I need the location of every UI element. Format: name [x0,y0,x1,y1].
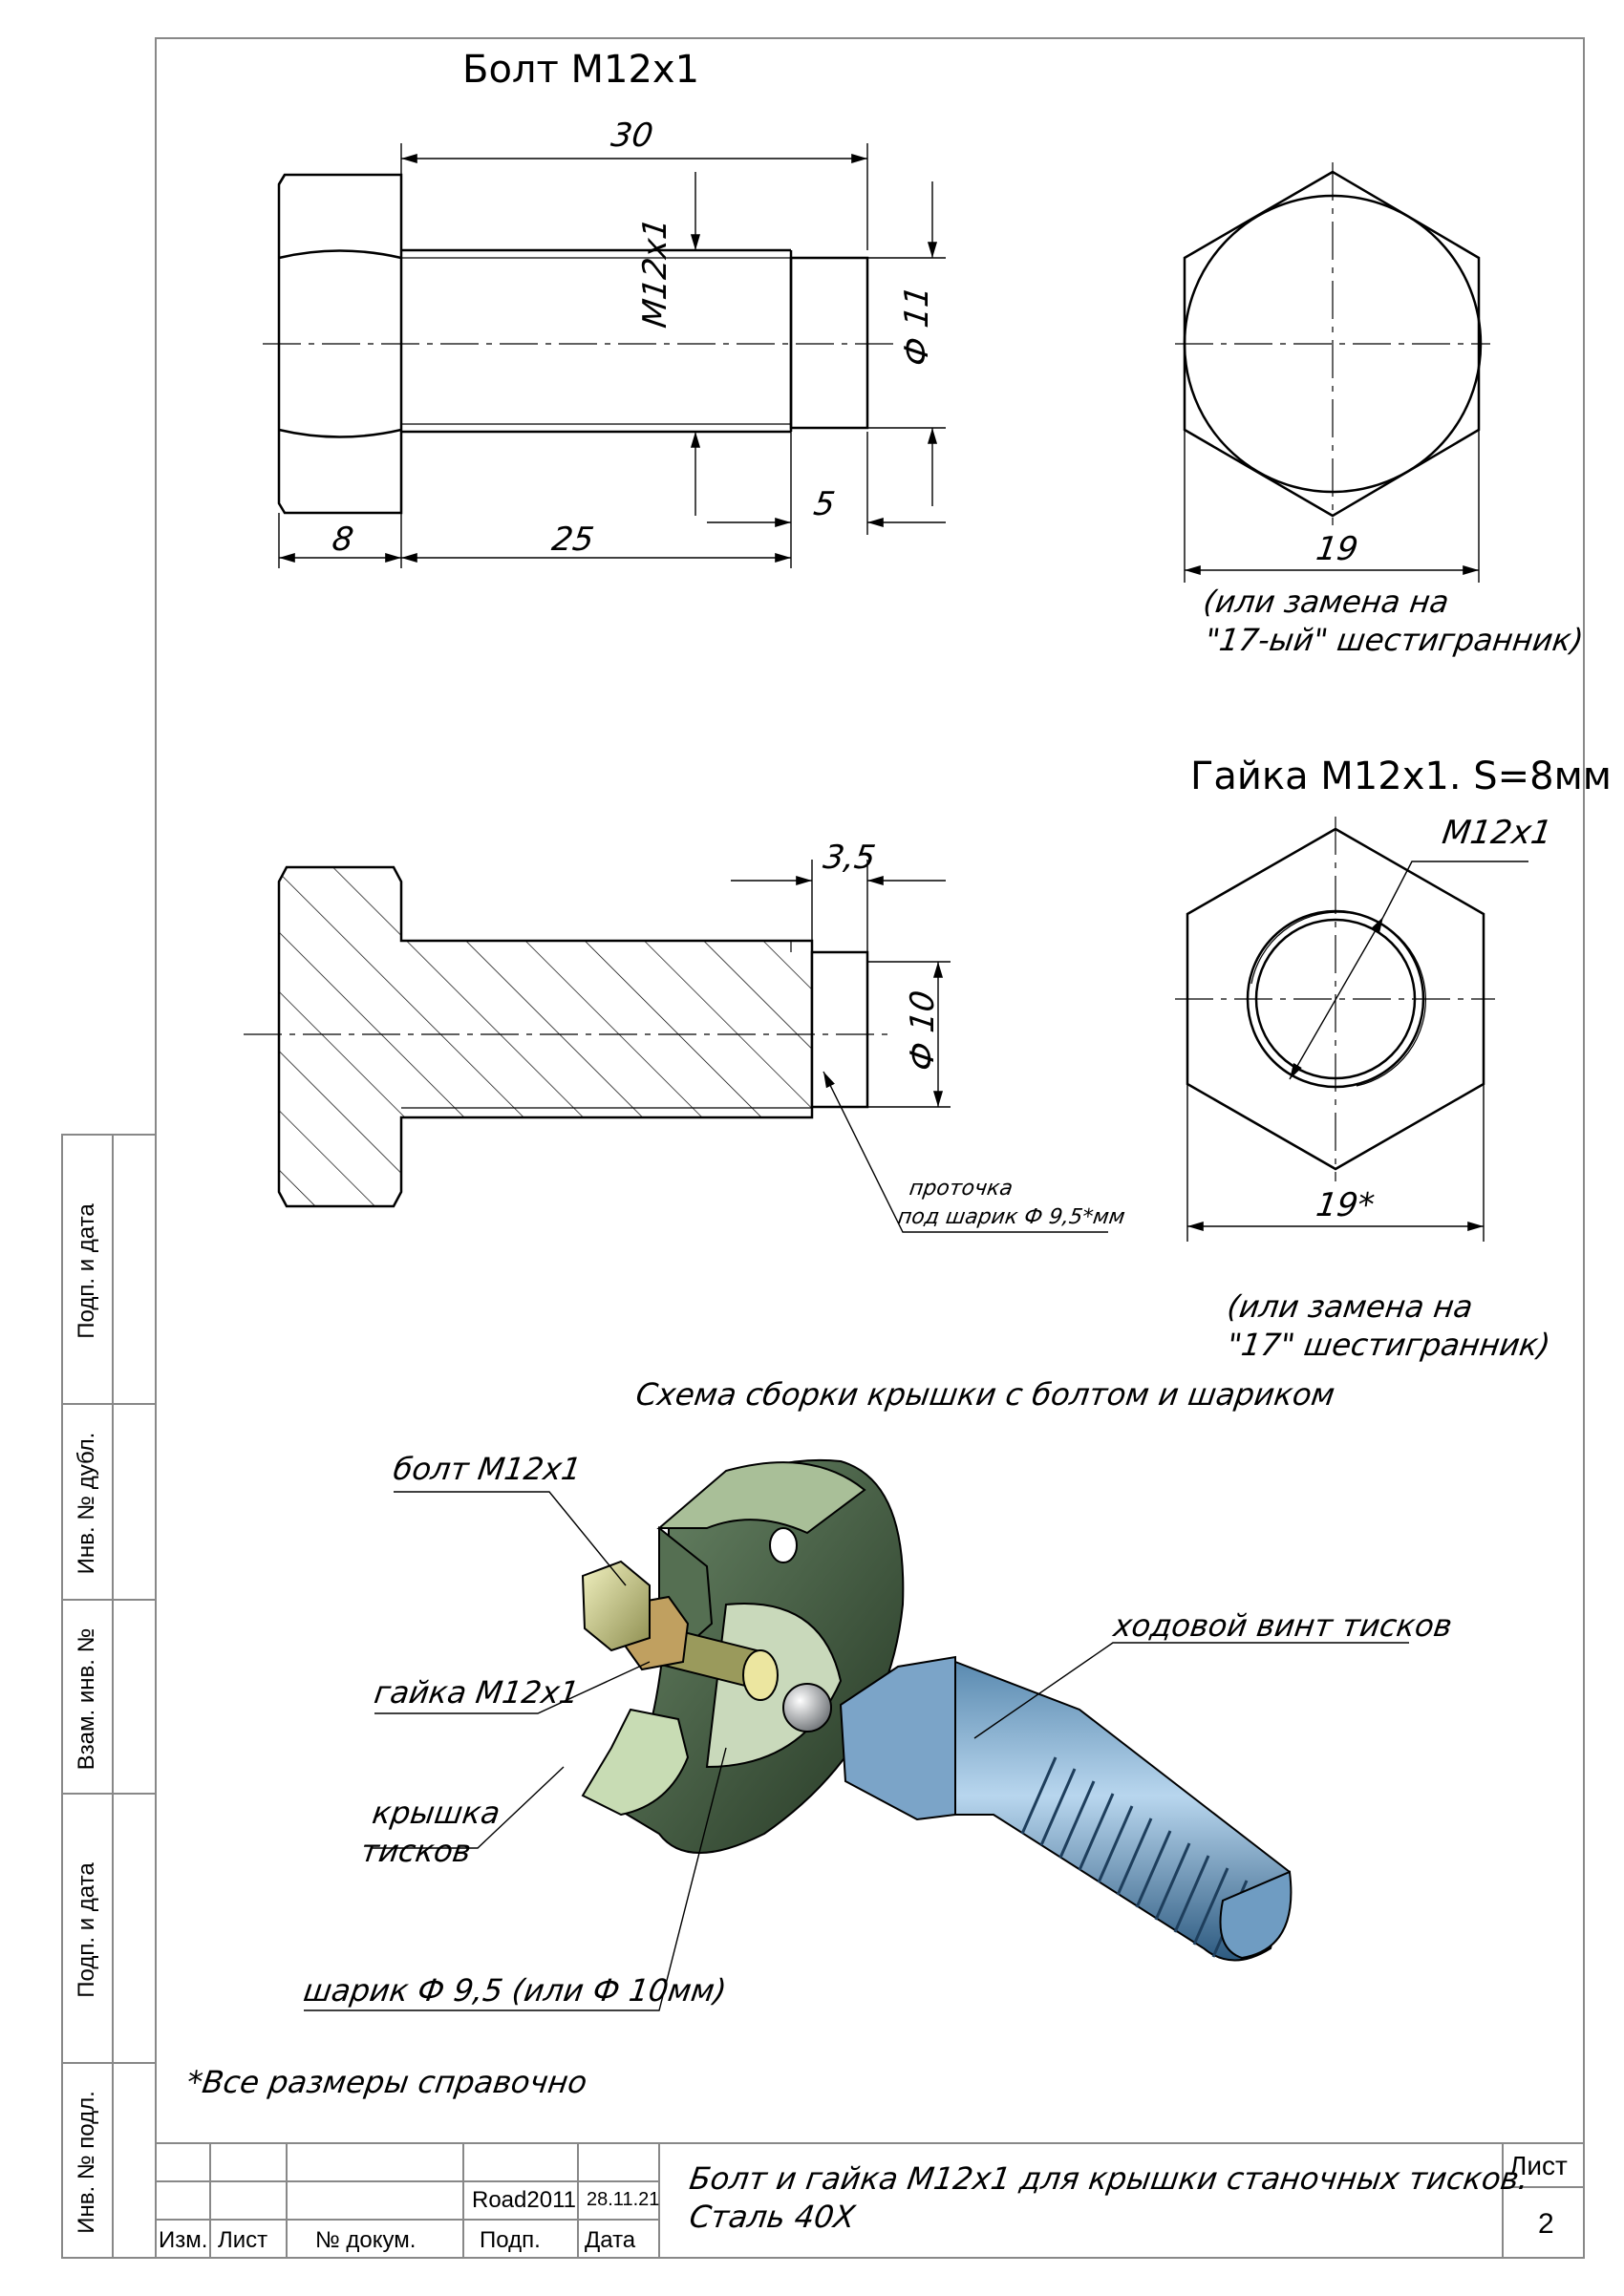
side-label-sign-date-2: Подп. и дата [74,1862,99,1998]
dim-nut-hex: 19* [1314,1186,1378,1224]
assembly-label-cover-2: тисков [358,1833,474,1869]
groove-note-2: под шарик Ф 9,5*мм [896,1205,1127,1229]
assembly-title: Схема сборки крышки с болтом и шариком [633,1376,1337,1413]
dim-bolt-dia: Ф 11 [898,283,936,369]
tb-author: Road2011 [472,2187,576,2213]
dim-groove-width: 3,5 [821,839,878,877]
side-label-dup-inv: Инв. № дубл. [74,1432,99,1575]
bolt-section [277,865,869,1208]
side-label-repl-inv: Взам. инв. № [74,1627,99,1771]
assembly-illustration [581,1458,1293,1962]
tb-title-2: Сталь 40Х [687,2199,858,2235]
assembly-label-screw: ходовой винт тисков [1111,1607,1455,1644]
assembly-label-cover-1: крышка [370,1795,502,1831]
tb-col-sign: Подп. [480,2227,541,2253]
nut-note-2: "17" шестигранник) [1225,1327,1553,1363]
assembly-label-ball: шарик Ф 9,5 (или Ф 10мм) [301,1972,729,2009]
bolt-front-view [277,173,869,515]
dim-bolt-hex: 19 [1314,530,1361,568]
nut-title: Гайка М12х1. S=8мм [1190,755,1612,798]
bolt-hex-note-2: "17-ый" шестигранник) [1203,622,1586,658]
tb-col-date: Дата [585,2227,636,2253]
dim-nut-thread: М12х1 [1440,814,1555,852]
tb-col-izm: Изм. [159,2227,208,2253]
dim-bolt-length: 30 [609,117,656,155]
side-stamp [61,1134,157,2259]
groove-note-1: проточка [908,1177,1015,1201]
footnote: *Все размеры справочно [184,2064,589,2100]
tb-sheet-number: 2 [1538,2208,1554,2240]
tb-date: 28.11.21 [587,2189,660,2210]
tb-col-list: Лист [218,2227,268,2253]
dim-bolt-thread: М12х1 [636,215,674,330]
side-label-sign-date-1: Подп. и дата [74,1203,99,1339]
tb-title-1: Болт и гайка М12х1 для крышки станочных … [687,2160,1531,2197]
bolt-hex-note-1: (или замена на [1201,584,1452,620]
tb-sheet-label: Лист [1509,2151,1568,2180]
assembly-label-nut: гайка М12х1 [372,1674,582,1711]
bolt-title: Болт М12х1 [462,48,700,92]
assembly-label-bolt: болт М12х1 [391,1451,584,1487]
dim-bolt-shank: 25 [549,521,597,559]
dim-groove-dia: Ф 10 [904,988,942,1074]
nut-note-1: (или замена на [1225,1288,1476,1325]
side-label-orig-inv: Инв. № подл. [74,2091,99,2234]
title-block [155,2142,1585,2259]
tb-col-doc: № докум. [315,2227,417,2253]
